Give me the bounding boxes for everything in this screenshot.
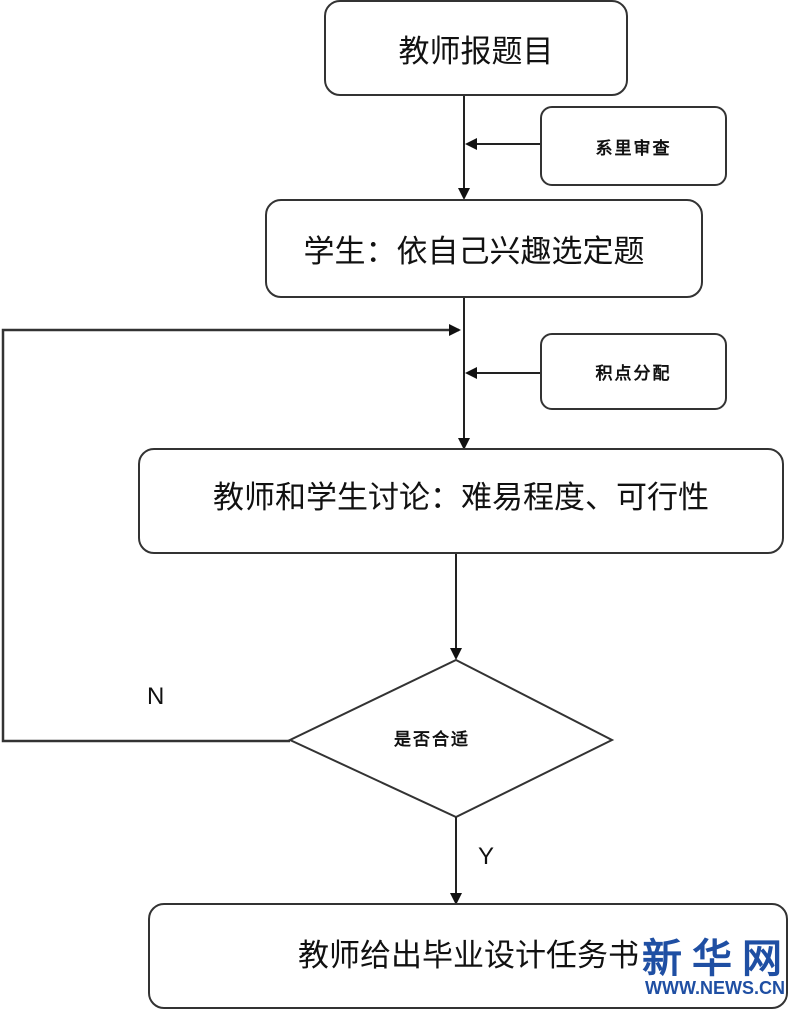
watermark-logo: 新华网 — [642, 936, 792, 982]
node-discussion-label: 教师和学生讨论：难易程度、可行性 — [213, 479, 709, 516]
node-task-book-label: 教师给出毕业设计任务书 — [298, 937, 639, 974]
edge-label-no: N — [147, 683, 165, 710]
edge-label-yes: Y — [478, 843, 495, 870]
node-teacher-topics-label: 教师报题目 — [398, 33, 554, 70]
node-decision-label: 是否合适 — [394, 730, 470, 750]
node-task-book: 教师给出毕业设计任务书 — [148, 903, 788, 1009]
node-credit-alloc: 积点分配 — [540, 333, 727, 410]
watermark-url: WWW.NEWS.CN — [645, 978, 785, 998]
node-student-select: 学生：依自己兴趣选定题 — [265, 199, 703, 298]
node-teacher-topics: 教师报题目 — [324, 0, 628, 96]
edge-no-loop — [1, 324, 461, 743]
node-credit-alloc-label: 积点分配 — [595, 364, 672, 384]
node-dept-review-label: 系里审查 — [595, 138, 672, 159]
node-student-select-label: 学生：依自己兴趣选定题 — [303, 234, 645, 270]
node-dept-review: 系里审查 — [540, 106, 727, 186]
node-discussion: 教师和学生讨论：难易程度、可行性 — [138, 448, 784, 554]
